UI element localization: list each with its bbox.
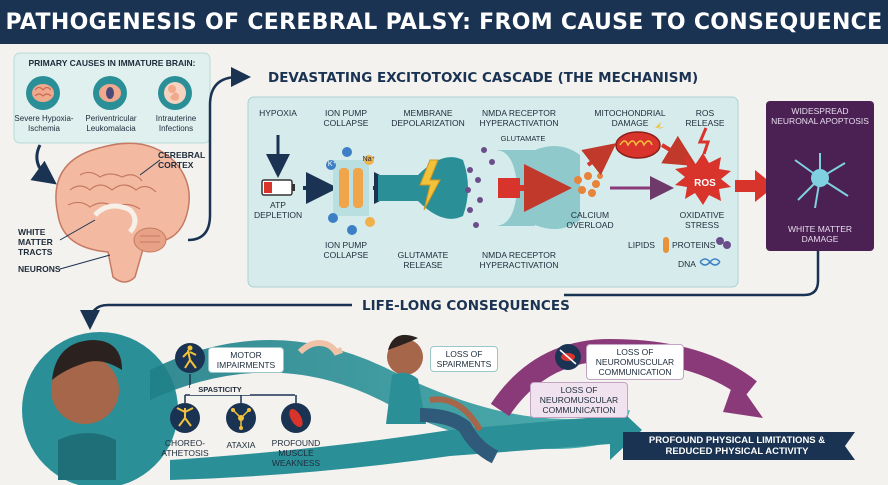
brain-lesion-icon <box>93 76 127 110</box>
ion-pump-bottom-label: ION PUMP COLLAPSE <box>323 240 369 260</box>
k-ion-label: K⁺ <box>327 161 337 168</box>
child-sitting <box>386 334 499 464</box>
ion-pump-top-label: ION PUMP COLLAPSE <box>323 108 369 128</box>
ataxia-label: ATAXIA <box>226 440 256 450</box>
calcium-label: CALCIUM OVERLOAD <box>566 210 614 230</box>
cause-label-infections: Intrauterine Infections <box>155 114 197 133</box>
nmda-top-label: NMDA RECEPTOR HYPERACTIVATION <box>479 108 559 128</box>
battery-icon <box>261 179 295 196</box>
brain-illustration <box>55 142 190 283</box>
apoptosis-bottom-label: WHITE MATTER DAMAGE <box>787 224 853 244</box>
glutamate-release-label: GLUTAMATE RELEASE <box>397 250 449 270</box>
protein-icon <box>716 237 724 245</box>
consequences-title: LIFE-LONG CONSEQUENCES <box>356 298 576 314</box>
ion-pump-icon <box>326 147 375 235</box>
neurons-label: NEURONS <box>18 264 61 274</box>
neuro-bottom-label: LOSS OF NEUROMUSCULAR COMMUNICATION <box>530 382 628 418</box>
white-matter-label: WHITE MATTER TRACTS <box>18 227 53 257</box>
ros-label: ROS <box>694 178 716 189</box>
mito-label: MITOCHONDRIAL DAMAGE <box>594 108 666 128</box>
cause-label-pvl: Periventricular Leukomalacia <box>85 114 137 133</box>
weakness-label: PROFOUND MUSCLE WEAKNESS <box>271 438 321 468</box>
membrane-label: MEMBRANE DEPOLARIZATION <box>391 108 465 128</box>
final-banner <box>623 432 855 460</box>
cause-label-hypoxia: Severe Hypoxia-Ischemia <box>14 114 74 133</box>
atp-label: ATP DEPLETION <box>254 200 303 220</box>
dna-label: DNA <box>678 259 696 269</box>
page-title: PATHOGENESIS OF CEREBRAL PALSY: FROM CAU… <box>5 9 883 35</box>
neuron-icon <box>794 153 849 209</box>
mechanism-title: DEVASTATING EXCITOTOXIC CASCADE (THE MEC… <box>268 70 699 86</box>
spasticity-label: SPASTICITY <box>190 385 250 395</box>
brain-to-mechanism-arrow <box>187 67 251 242</box>
cortex-label: CEREBRAL CORTEX <box>158 150 206 170</box>
spairments-label: LOSS OF SPAIRMENTS <box>430 346 498 372</box>
oxidative-label: OXIDATIVE STRESS <box>679 210 725 230</box>
choreo-label: CHOREO-ATHETOSIS <box>161 438 209 458</box>
brain-icon <box>26 76 60 110</box>
neuro-top-label: LOSS OF NEUROMUSCULAR COMMUNICATION <box>586 344 684 380</box>
child-portrait <box>51 340 122 480</box>
motor-label: MOTOR IMPAIRMENTS <box>208 347 284 373</box>
proteins-label: PROTEINS <box>672 240 716 250</box>
lipids-label: LIPIDS <box>628 240 655 250</box>
lipid-icon <box>663 237 669 253</box>
title-banner: PATHOGENESIS OF CEREBRAL PALSY: FROM CAU… <box>0 0 888 44</box>
hand-icon <box>297 340 343 356</box>
apoptosis-top-label: WIDESPREAD NEURONAL APOPTOSIS <box>771 106 869 126</box>
mitochondria-icon <box>615 122 665 159</box>
na-ion-label: Na⁺ <box>362 156 376 163</box>
fetus-icon <box>158 76 192 110</box>
presynaptic-terminal-icon <box>378 157 468 219</box>
glutamate-particles <box>465 147 495 228</box>
ros-release-label: ROS RELEASE <box>685 108 725 128</box>
glutamate-label: GLUTAMATE <box>500 134 546 143</box>
nmda-bottom-label: NMDA RECEPTOR HYPERACTIVATION <box>479 250 559 270</box>
ros-burst <box>675 153 731 205</box>
cause-to-brain-arrow <box>30 144 57 185</box>
final-label: PROFOUND PHYSICAL LIMITATIONS & REDUCED … <box>648 435 826 457</box>
dna-icon <box>699 258 721 266</box>
hypoxia-label: HYPOXIA <box>259 108 297 118</box>
causes-heading: PRIMARY CAUSES IN IMMATURE BRAIN: <box>28 58 196 68</box>
